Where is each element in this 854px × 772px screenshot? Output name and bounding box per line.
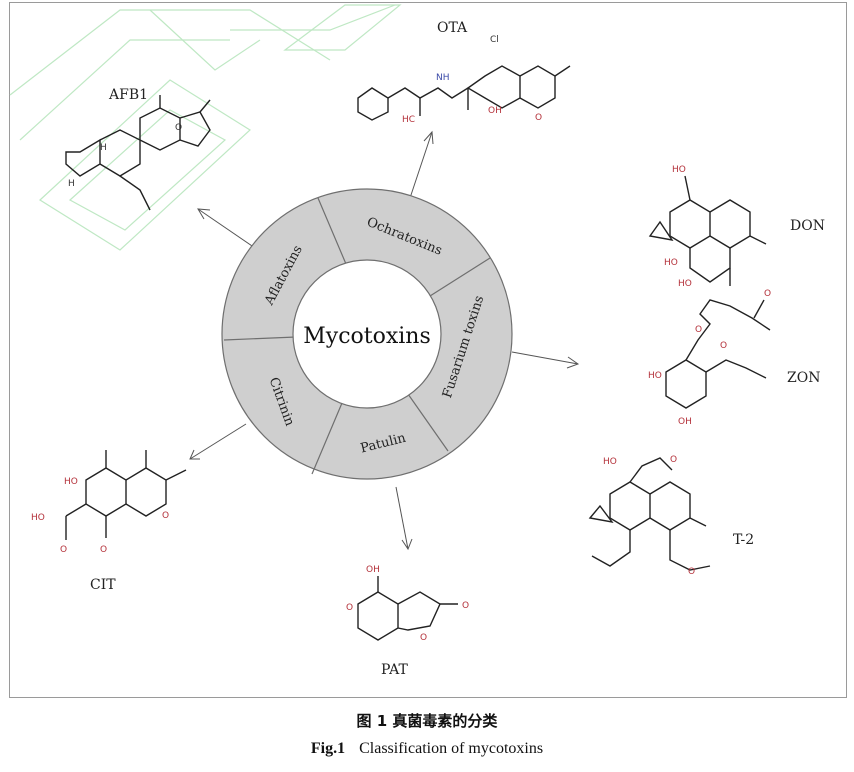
- svg-text:O: O: [420, 633, 427, 643]
- svg-text:OH: OH: [366, 565, 380, 575]
- figure-caption-chinese: 图 1 真菌毒素的分类: [356, 712, 498, 730]
- svg-text:O: O: [346, 603, 353, 613]
- label-afb1: AFB1: [108, 87, 148, 103]
- figure-caption-english: Fig.1 Classification of mycotoxins: [0, 740, 854, 758]
- label-t2: T-2: [733, 532, 754, 548]
- svg-text:OH: OH: [488, 106, 502, 116]
- structure-cit: HO HO O O O: [31, 450, 187, 555]
- label-ota: OTA: [437, 20, 468, 36]
- svg-text:NH: NH: [436, 73, 450, 83]
- divider-5: [223, 336, 297, 341]
- structure-afb1: H H O: [65, 95, 211, 211]
- svg-text:O: O: [100, 545, 107, 555]
- svg-text:OH: OH: [678, 417, 692, 427]
- svg-text:HC: HC: [402, 115, 415, 125]
- divider-3: [407, 393, 449, 452]
- structure-don: HO HO HO: [648, 165, 767, 289]
- divider-2: [429, 257, 491, 297]
- svg-text:HO: HO: [678, 279, 692, 289]
- label-pat: PAT: [381, 662, 408, 678]
- structure-zon: HO OH O O O: [648, 289, 771, 427]
- watermark-pattern: [9, 4, 402, 251]
- arrow-to-fusarium: [511, 351, 580, 369]
- svg-text:O: O: [688, 567, 695, 577]
- figure-number: Fig.1: [310, 740, 346, 757]
- divider-4: [311, 402, 343, 475]
- svg-text:H: H: [68, 179, 75, 189]
- svg-text:H: H: [100, 143, 107, 153]
- svg-text:O: O: [695, 325, 702, 335]
- svg-text:O: O: [764, 289, 771, 299]
- svg-text:HO: HO: [672, 165, 686, 175]
- label-don: DON: [790, 218, 825, 234]
- diagram: Mycotoxins Ochratoxins Fusarium toxins P…: [9, 4, 825, 678]
- arrow-to-cit: [189, 423, 247, 460]
- structure-ota: NH HC OH Cl O: [357, 35, 571, 125]
- structure-t2: HO O O: [588, 455, 711, 577]
- figure-caption-text: Classification of mycotoxins: [359, 740, 544, 757]
- svg-text:HO: HO: [31, 513, 45, 523]
- svg-text:O: O: [175, 123, 182, 133]
- divider-1: [317, 197, 347, 265]
- ring-inner: [292, 259, 442, 409]
- arrow-to-afb1: [197, 208, 256, 249]
- mycotoxin-ring: Mycotoxins Ochratoxins Fusarium toxins P…: [221, 188, 513, 480]
- svg-text:O: O: [462, 601, 469, 611]
- center-title: Mycotoxins: [303, 324, 431, 349]
- arrows: [189, 130, 580, 551]
- svg-text:HO: HO: [64, 477, 78, 487]
- svg-text:O: O: [670, 455, 677, 465]
- label-cit: CIT: [90, 577, 116, 593]
- svg-text:O: O: [162, 511, 169, 521]
- svg-text:HO: HO: [603, 457, 617, 467]
- svg-text:HO: HO: [664, 258, 678, 268]
- arrow-to-pat: [395, 486, 413, 551]
- label-zon: ZON: [787, 370, 820, 386]
- svg-text:O: O: [720, 341, 727, 351]
- svg-text:O: O: [60, 545, 67, 555]
- svg-text:Cl: Cl: [490, 35, 499, 45]
- arrow-to-ota: [409, 130, 434, 199]
- structure-pat: OH O O O: [346, 565, 469, 643]
- svg-text:HO: HO: [648, 371, 662, 381]
- svg-text:O: O: [535, 113, 542, 123]
